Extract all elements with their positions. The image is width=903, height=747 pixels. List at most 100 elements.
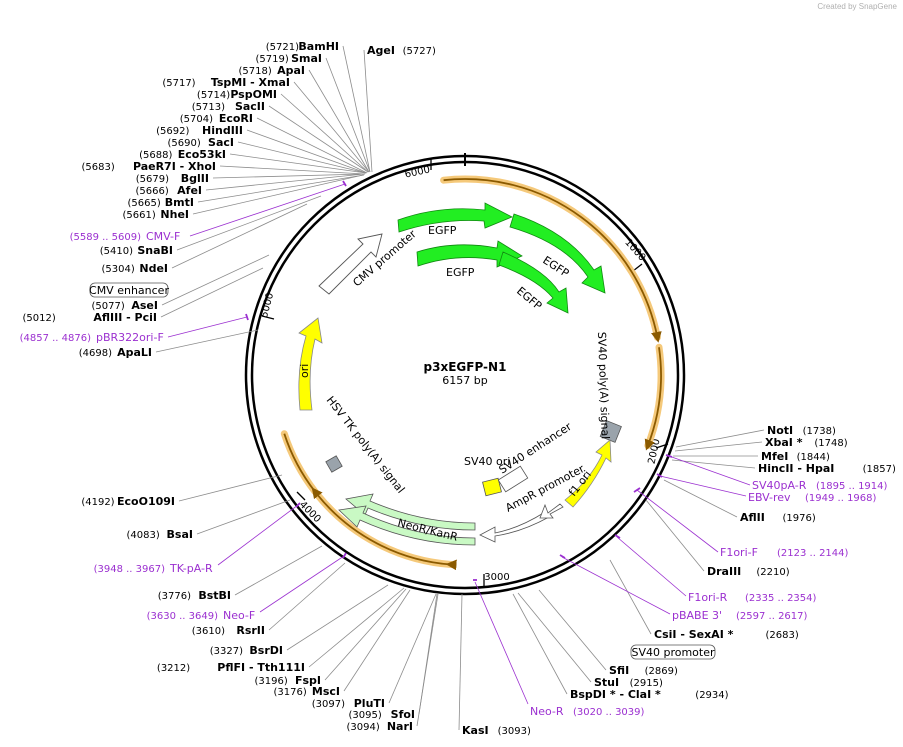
site-left[interactable]: BmtI(5665)	[128, 174, 365, 209]
primer-leader	[561, 556, 671, 615]
site-left[interactable]: BsrDI(3327)	[210, 584, 389, 657]
site-right[interactable]: AflII(1976)	[663, 479, 816, 524]
site-left[interactable]: SacI(5690)	[168, 136, 367, 174]
site-leader	[342, 45, 371, 173]
site-left[interactable]: SmaI(5719)	[256, 52, 371, 173]
sv40-promoter-label: SV40 promoter	[631, 646, 715, 659]
site-left[interactable]: MscI(3176)	[274, 589, 411, 698]
site-name: TspMI - XmaI	[211, 76, 290, 89]
site-left[interactable]: AfeI(5666)	[136, 173, 365, 197]
egfp-label-1: EGFP	[428, 224, 457, 237]
site-left[interactable]: ApaI(5718)	[239, 64, 370, 173]
primer-8[interactable]: F1ori-R(2335 .. 2354)	[616, 536, 817, 604]
site-left[interactable]: PspOMI(5714)	[197, 88, 369, 173]
site-left[interactable]: SacII(5713)	[192, 100, 369, 173]
site-left[interactable]: BsaI(4083)	[127, 499, 291, 541]
orf-arc[interactable]	[283, 433, 323, 500]
orf-halo	[644, 343, 665, 449]
site-position: (1844)	[797, 452, 830, 463]
primer-leader	[259, 555, 345, 613]
site-right[interactable]: BspDI * - ClaI *(2934)	[512, 593, 729, 701]
site-left[interactable]: NdeI(5304)	[102, 203, 308, 275]
site-left[interactable]: EcoRI(5704)	[180, 112, 368, 174]
primer-name: TK-pA-R	[169, 562, 213, 575]
primer-6[interactable]: EBV-rev(1949 .. 1968)	[659, 475, 877, 504]
site-name: SfiI	[609, 664, 629, 677]
site-left[interactable]: FspI(3196)	[255, 588, 407, 687]
site-right[interactable]: SfiI(2869)	[538, 589, 678, 677]
primer-name: CMV-F	[146, 230, 180, 243]
site-leader	[645, 499, 705, 572]
sv40-promoter-box[interactable]: SV40 promoter	[630, 644, 716, 660]
site-position: (5666)	[136, 186, 169, 197]
feature-hsv-tk-polya[interactable]: HSV TK poly(A) signal	[324, 394, 408, 496]
site-left[interactable]: PaeR7I - XhoI(5683)	[82, 160, 366, 175]
feature-neor-kanr[interactable]: NeoR/KanR	[338, 493, 476, 546]
primer-3[interactable]: (3630 .. 3649)Neo-F	[147, 555, 345, 622]
site-leader	[155, 329, 259, 353]
site-left[interactable]: NheI(5661)	[123, 174, 364, 221]
primer-position: (2597 .. 2617)	[736, 611, 808, 622]
tick-line-4000	[296, 491, 306, 501]
primer-position: (3020 .. 3039)	[573, 707, 645, 718]
primer-position: (5589 .. 5609)	[70, 232, 142, 243]
site-left[interactable]: TspMI - XmaI(5717)	[162, 76, 370, 173]
site-right[interactable]: DraIII(2210)	[645, 499, 790, 578]
site-right[interactable]: CsiI - SexAI *(2683)	[609, 559, 799, 641]
site-leader	[197, 174, 365, 203]
primer-leader	[189, 183, 346, 237]
site-name: SacI	[208, 136, 234, 149]
site-right[interactable]: NotI(1738)	[675, 424, 836, 448]
primer-leader	[217, 504, 299, 566]
primer-2[interactable]: (3948 .. 3967)TK-pA-R	[94, 504, 299, 575]
orf-arc[interactable]	[644, 347, 662, 451]
site-right[interactable]: XbaI *(1748)	[674, 436, 848, 452]
primer-9[interactable]: pBABE 3'(2597 .. 2617)	[561, 556, 808, 622]
site-left[interactable]: AflIII - PciI(5012)	[23, 267, 264, 324]
feature-egfp-3[interactable]: EGFP	[416, 240, 523, 279]
feature-sv40-polya[interactable]: SV40 poly(A) signal	[595, 332, 622, 443]
feature-egfp-1[interactable]: EGFP	[397, 202, 513, 237]
feature-ori[interactable]: ori	[298, 317, 323, 411]
site-left[interactable]: SnaBI(5410)	[100, 195, 322, 257]
site-left[interactable]: PflFI - Tth111I(3212)	[157, 587, 405, 674]
site-right[interactable]: StuI(2915)	[517, 592, 663, 689]
site-left[interactable]: EcoO109I(4192)	[81, 474, 283, 508]
site-name: AgeI	[367, 44, 395, 57]
site-position: (3776)	[158, 591, 191, 602]
site-name: BstBI	[198, 589, 231, 602]
primer-name: Neo-F	[223, 609, 255, 622]
site-right[interactable]: KasI(3093)	[458, 593, 531, 737]
site-name: BsaI	[167, 528, 193, 541]
site-right[interactable]: HincII - HpaI(1857)	[671, 459, 896, 475]
site-right[interactable]: AgeI(5727)	[363, 44, 436, 173]
primer-5[interactable]: SV40pA-R(1895 .. 1914)	[668, 455, 888, 492]
site-left[interactable]: HindIII(5692)	[156, 124, 367, 174]
site-leader	[205, 173, 365, 191]
site-leader	[268, 105, 369, 173]
site-position: (2915)	[630, 678, 663, 689]
primer-0[interactable]: (5589 .. 5609) CMV-F	[70, 183, 346, 243]
site-leader	[212, 173, 366, 179]
feature-cmv-promoter[interactable]: CMV promoter	[318, 227, 419, 295]
site-left[interactable]: NarI(3094)	[347, 593, 439, 733]
site-left[interactable]: AseI(5077)	[92, 254, 270, 312]
orf-arc[interactable]	[443, 178, 662, 343]
site-left[interactable]: Eco53kI(5688)	[139, 148, 367, 174]
primer-4[interactable]: Neo-R(3020 .. 3039)	[474, 581, 645, 718]
primer-7[interactable]: F1ori-F(2123 .. 2144)	[636, 489, 849, 559]
site-left[interactable]: RsrII(3610)	[192, 562, 346, 637]
site-left[interactable]: ApaLI(4698)	[79, 329, 259, 359]
orf-arc[interactable]	[316, 494, 457, 571]
site-left[interactable]: BglII(5679)	[136, 172, 366, 185]
site-left[interactable]: PluTI(3097)	[312, 593, 437, 710]
cmv-enhancer-box[interactable]: CMV enhancer	[89, 282, 169, 298]
site-left[interactable]: BamHI(5721)	[266, 40, 371, 173]
primer-1[interactable]: (4857 .. 4876)pBR322ori-F	[20, 316, 248, 344]
site-name: NarI	[387, 720, 413, 733]
site-right[interactable]: MfeI(1844)	[673, 450, 830, 463]
site-name: AflII	[740, 511, 765, 524]
site-left[interactable]: BstBI (3776)	[158, 545, 323, 602]
snapgene-credit: Created by SnapGene	[817, 2, 897, 11]
